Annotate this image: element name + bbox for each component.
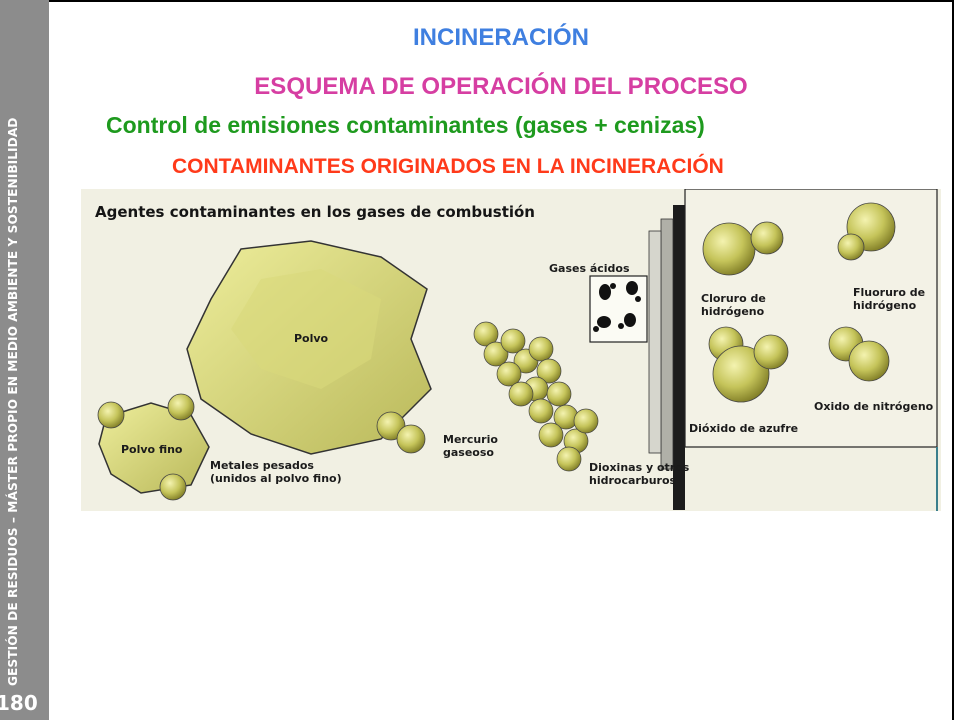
pollutants-figure: Agentes contaminantes en los gases de co…: [81, 189, 941, 511]
page-number: 180: [0, 691, 38, 715]
figure-title: Agentes contaminantes en los gases de co…: [95, 203, 535, 221]
label-oxido-nitrogeno: Oxido de nitrógeno: [814, 400, 934, 413]
subsection-heading: CONTAMINANTES ORIGINADOS EN LA INCINERAC…: [172, 155, 724, 178]
label-cloruro: Cloruro de hidrógeno: [701, 292, 766, 318]
label-polvo-fino: Polvo fino: [121, 443, 183, 456]
section-heading: Control de emisiones contaminantes (gase…: [106, 112, 705, 138]
sidebar-course-label: GESTIÓN DE RESIDUOS – MÁSTER PROPIO EN M…: [6, 117, 20, 686]
label-metales-pesados: Metales pesados (unidos al polvo fino): [210, 459, 342, 485]
label-dioxinas: Dioxinas y otros hidrocarburos: [589, 461, 690, 487]
pollutants-illustration: [97, 189, 938, 511]
sidebar-band: GESTIÓN DE RESIDUOS – MÁSTER PROPIO EN M…: [0, 0, 49, 720]
label-dioxido-azufre: Dióxido de azufre: [689, 422, 799, 435]
right-border: [952, 0, 954, 720]
label-fluoruro: Fluoruro de hidrógeno: [853, 286, 926, 312]
label-mercurio: Mercurio gaseoso: [443, 433, 498, 459]
slide-title: INCINERACIÓN: [412, 24, 589, 51]
label-polvo: Polvo: [294, 332, 329, 345]
top-border: [49, 0, 954, 2]
slide-subtitle: ESQUEMA DE OPERACIÓN DEL PROCESO: [254, 73, 748, 100]
label-gases-acidos: Gases ácidos: [549, 262, 630, 275]
